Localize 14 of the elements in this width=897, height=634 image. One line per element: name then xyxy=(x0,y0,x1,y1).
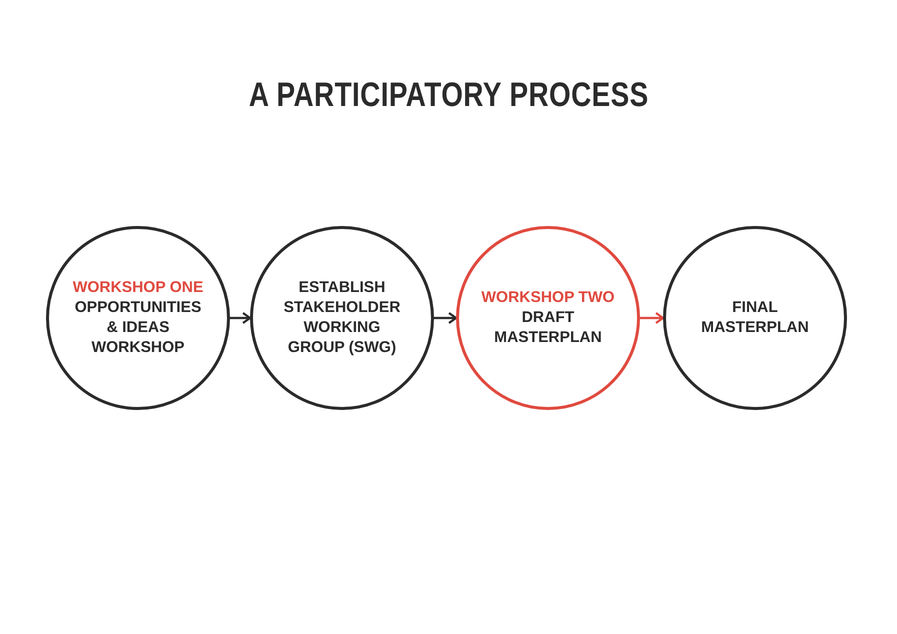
arrow xyxy=(640,312,664,324)
step-label: OPPORTUNITIES & IDEAS WORKSHOP xyxy=(74,298,202,358)
process-circle xyxy=(456,226,640,410)
arrow xyxy=(434,312,458,324)
step-label: ESTABLISH STAKEHOLDER WORKING GROUP (SWG) xyxy=(282,278,402,358)
step-label: FINAL MASTERPLAN xyxy=(700,298,810,338)
process-circle xyxy=(250,226,434,410)
arrow xyxy=(230,312,252,324)
process-circle xyxy=(663,226,847,410)
step-heading: WORKSHOP TWO xyxy=(481,288,615,308)
step-label: DRAFT MASTERPLAN xyxy=(493,308,603,348)
diagram-title: A PARTICIPATORY PROCESS xyxy=(248,76,648,115)
process-circle xyxy=(46,226,230,410)
step-heading: WORKSHOP ONE xyxy=(72,278,204,298)
